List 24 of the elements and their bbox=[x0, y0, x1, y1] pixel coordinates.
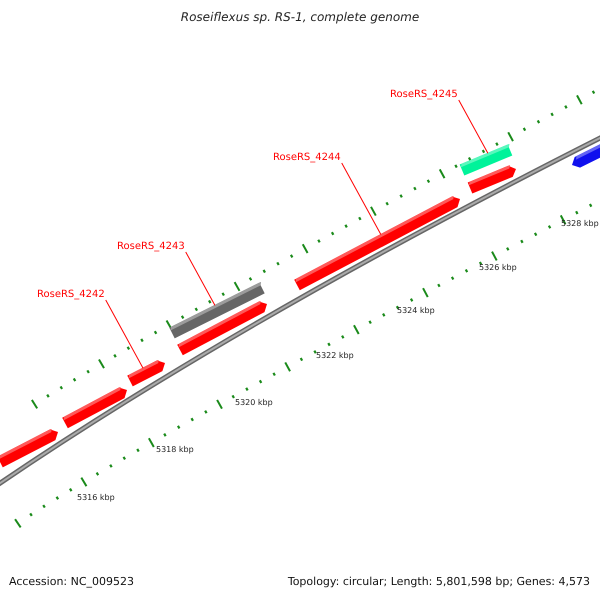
gene-feature-bar bbox=[294, 196, 460, 291]
scale-label: 5322 kbp bbox=[316, 351, 354, 360]
gene-feature-bar bbox=[467, 165, 516, 194]
scale-label: 5326 kbp bbox=[479, 263, 517, 272]
leader-line bbox=[185, 252, 216, 306]
gene-feature-bar bbox=[572, 142, 600, 168]
scale-label: 5324 kbp bbox=[397, 306, 435, 315]
gene-label: RoseRS_4243 bbox=[117, 241, 185, 252]
scale-label: 5316 kbp bbox=[77, 493, 115, 502]
leader-line bbox=[341, 162, 382, 236]
gene-label: RoseRS_4242 bbox=[37, 289, 105, 300]
gene-feature-bar bbox=[62, 387, 127, 429]
scale-label: 5328 kbp bbox=[561, 219, 599, 228]
gene-feature-bar bbox=[0, 429, 58, 468]
leader-line bbox=[105, 300, 144, 369]
gene-feature-bar bbox=[177, 301, 267, 356]
gene-label: RoseRS_4244 bbox=[273, 152, 341, 163]
scale-label: 5320 kbp bbox=[235, 398, 273, 407]
accession-text: Accession: NC_009523 bbox=[9, 575, 134, 588]
genome-summary-text: Topology: circular; Length: 5,801,598 bp; Genes: 4,573 bbox=[288, 575, 590, 588]
gene-label: RoseRS_4245 bbox=[390, 89, 458, 100]
genome-title: Roseiflexus sp. RS-1, complete genome bbox=[180, 10, 420, 24]
scale-label: 5318 kbp bbox=[156, 445, 194, 454]
gene-feature-bar bbox=[127, 360, 165, 387]
